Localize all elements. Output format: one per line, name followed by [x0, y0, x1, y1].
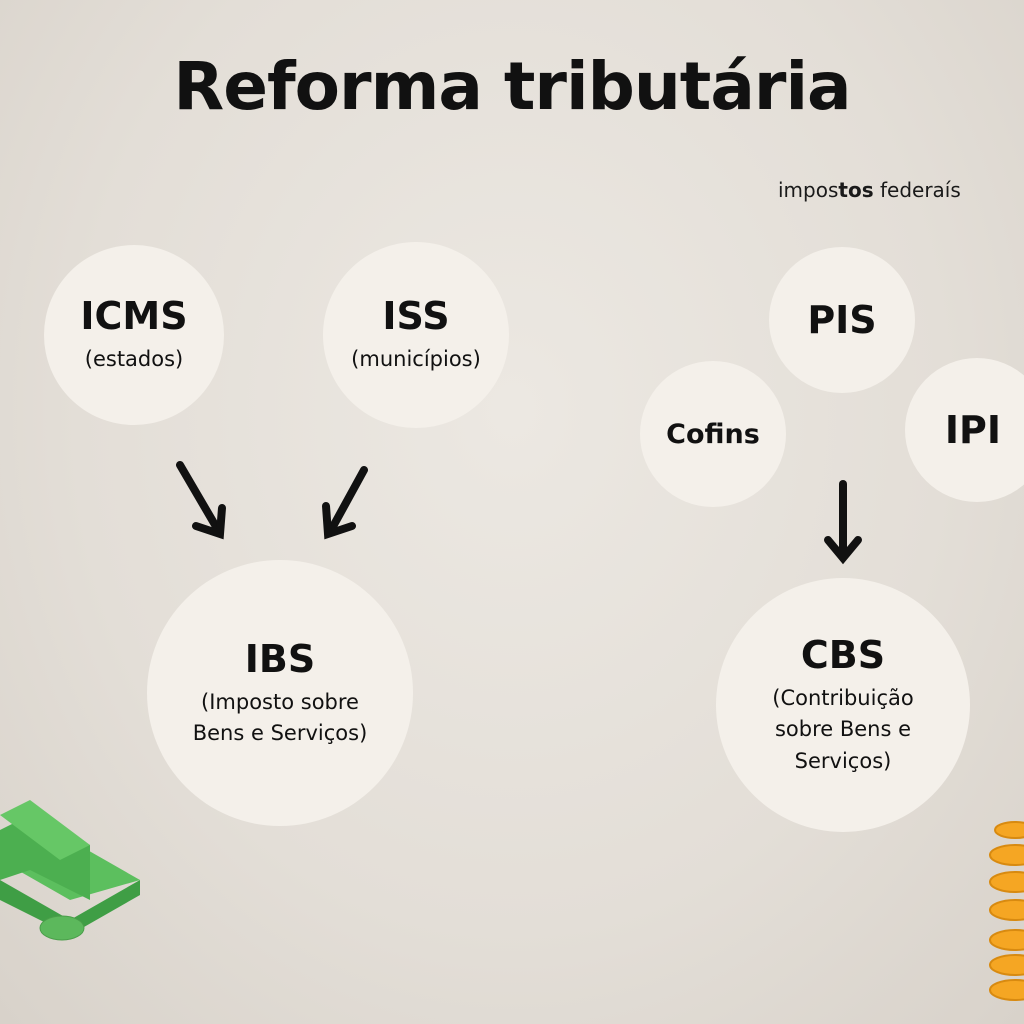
arrow-icms-to-ibs: [176, 461, 226, 540]
page-title: Reforma tributária: [173, 48, 851, 125]
node-icms: ICMS (estados): [44, 245, 224, 425]
node-cofins: Cofins: [640, 361, 786, 507]
node-iss: ISS (municípios): [323, 242, 509, 428]
federal-label-part3: federaís: [879, 178, 961, 202]
federal-taxes-label: impostos federaís: [778, 178, 961, 202]
node-ibs: IBS (Imposto sobre Bens e Serviços): [147, 560, 413, 826]
coin-stack-icon: [989, 821, 1024, 1001]
node-ipi: IPI: [905, 358, 1024, 502]
node-ipi-name: IPI: [944, 408, 1002, 452]
federal-label-part2: tos: [838, 178, 874, 202]
node-icms-desc: (estados): [84, 347, 184, 372]
arrow-federal-to-cbs: [824, 480, 862, 565]
node-ibs-desc: (Imposto sobre Bens e Serviços): [192, 689, 368, 746]
node-iss-desc: (municípios): [351, 347, 481, 372]
node-cbs: CBS (Contribuição sobre Bens e Serviços): [716, 578, 970, 832]
node-icms-name: ICMS: [80, 294, 188, 339]
node-cbs-name: CBS: [800, 632, 886, 677]
node-iss-name: ISS: [382, 294, 450, 339]
node-ibs-name: IBS: [244, 636, 316, 681]
node-cofins-name: Cofins: [666, 418, 760, 450]
node-pis-name: PIS: [807, 298, 877, 342]
money-stack-icon: [0, 800, 140, 941]
node-pis: PIS: [769, 247, 915, 393]
arrow-iss-to-ibs: [322, 466, 368, 540]
federal-label-part1: impos: [778, 178, 839, 202]
node-cbs-desc: (Contribuição sobre Bens e Serviços): [772, 685, 914, 773]
